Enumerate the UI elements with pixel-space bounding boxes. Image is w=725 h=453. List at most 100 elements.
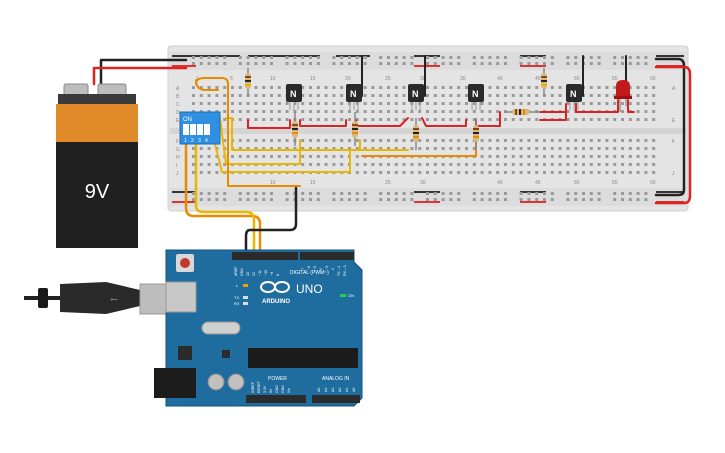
red-logic-wire-1[interactable] [247, 119, 291, 129]
resistor-5[interactable] [473, 118, 479, 150]
dip-switch-1[interactable] [183, 124, 189, 135]
digital-label: DIGITAL (PWM~) [290, 270, 329, 276]
transistor-4[interactable]: N [468, 84, 484, 110]
transistor-3-label: N [412, 89, 419, 99]
pin-label-5: ~5 [313, 266, 317, 270]
usb-icon: ⭠ [110, 294, 118, 305]
digital-header-right[interactable] [300, 252, 354, 260]
row-letter-b: B [176, 94, 180, 100]
power-header[interactable] [246, 395, 306, 403]
resistor-1[interactable] [245, 68, 251, 96]
row-letter-h: H [176, 155, 180, 161]
col-num-55: 55 [612, 76, 618, 82]
yellow-signal-wire-2[interactable] [219, 117, 301, 165]
dip-switch-2[interactable] [190, 124, 196, 135]
voltage-regulator [178, 346, 192, 360]
dip-num-1: 1 [184, 138, 187, 144]
col-num-15: 15 [310, 76, 316, 82]
resistor-7[interactable] [504, 109, 540, 115]
transistor-1-label: N [290, 89, 297, 99]
row-letter-g: G [176, 147, 180, 153]
col-num-25: 25 [385, 76, 391, 82]
pin-label-vin: Vin [287, 388, 291, 393]
col-num-25-bottom: 25 [385, 180, 391, 186]
row-letter-e: E [176, 118, 180, 124]
arduino-model: UNO [296, 282, 323, 296]
resistor-4[interactable] [413, 118, 419, 150]
dip-num-2: 2 [191, 138, 194, 144]
pin-label-3v3: 3.3V [263, 385, 267, 393]
red-logic-wire-8[interactable] [575, 99, 619, 113]
red-led[interactable] [614, 80, 632, 112]
yellow-arduino-wire[interactable] [194, 138, 256, 256]
col-num-35: 35 [460, 76, 466, 82]
resistor-6[interactable] [541, 68, 547, 96]
pin-label-5v: 5V [269, 388, 273, 393]
battery-positive-wire[interactable] [92, 66, 188, 86]
resistors [245, 68, 547, 150]
red-logic-wire-9[interactable] [627, 99, 635, 113]
rail-power-jumper[interactable] [654, 65, 692, 205]
pin-label-a0: A0 [317, 388, 321, 392]
arduino-logo [260, 281, 290, 293]
orange-wire-1[interactable] [195, 77, 301, 187]
dip-on-label: ON [183, 117, 192, 123]
power-jack[interactable] [154, 368, 196, 398]
dip-num-4: 4 [205, 138, 208, 144]
transistor-1[interactable]: N [286, 84, 302, 110]
col-num-50: 50 [574, 76, 580, 82]
digital-header-left[interactable] [232, 252, 298, 260]
red-logic-wire-4[interactable] [421, 117, 467, 127]
transistor-3[interactable]: N [408, 84, 424, 110]
orange-arduino-wire[interactable] [184, 118, 262, 256]
usb-port[interactable] [165, 281, 197, 313]
pin-label-reset: RESET [257, 380, 261, 393]
pin-label-a1: A1 [324, 388, 328, 392]
transistor-2[interactable]: N [346, 84, 362, 110]
pin-label-gnd-1: GND [275, 385, 279, 393]
col-num-60-bottom: 60 [650, 180, 656, 186]
usb-cable[interactable]: ⭠ [24, 282, 173, 315]
dip-switch-3[interactable] [197, 124, 203, 135]
analog-label: ANALOG IN [322, 376, 350, 382]
reset-button-cap[interactable] [180, 258, 190, 268]
col-num-20: 20 [345, 76, 351, 82]
analog-header[interactable] [312, 395, 360, 403]
row-letter-f: F [176, 139, 179, 145]
col-num-5: 5 [230, 76, 233, 82]
led-rx [243, 302, 248, 305]
pin-label-1: TX→1 [337, 266, 341, 276]
rail-ground-jumper[interactable] [654, 57, 686, 197]
led-rx-label: RX [234, 301, 240, 306]
col-num-55-bottom: 55 [612, 180, 618, 186]
pin-label-9: ~9 [270, 272, 274, 276]
pin-label-4: 4 [319, 268, 323, 270]
resistor-2[interactable] [292, 112, 298, 146]
transistor-5[interactable]: N [566, 84, 582, 110]
pin-label-aref: AREF [234, 266, 238, 276]
wires [92, 55, 692, 256]
atmega-chip [248, 348, 358, 368]
row-letter-e-right: E [672, 118, 676, 124]
led-l [243, 284, 248, 287]
led-tx-label: TX [234, 295, 239, 300]
yellow-signal-wire-3[interactable] [211, 131, 351, 173]
row-letter-j: J [176, 171, 179, 177]
red-logic-wire-2[interactable] [299, 119, 347, 127]
yellow-signal-wire-1[interactable] [225, 117, 409, 151]
pin-label-10: ~10 [264, 270, 268, 276]
red-logic-wire-7[interactable] [539, 103, 567, 121]
pin-label-0: RX←0 [343, 265, 347, 276]
dip-switch-4[interactable] [204, 124, 210, 135]
battery-negative-wire[interactable] [99, 58, 188, 86]
battery-9v[interactable]: 9V [56, 83, 138, 248]
row-letter-j-right: J [672, 171, 675, 177]
resistor-3[interactable] [352, 112, 358, 146]
col-num-60: 60 [650, 76, 656, 82]
arduino-brand: ARDUINO [262, 299, 290, 305]
ground-arduino-wire[interactable] [244, 186, 298, 256]
row-letter-a: A [176, 86, 180, 92]
led-on-label: ON [348, 293, 354, 298]
pin-label-3: ~3 [325, 266, 329, 270]
row-letter-d: D [176, 110, 180, 116]
